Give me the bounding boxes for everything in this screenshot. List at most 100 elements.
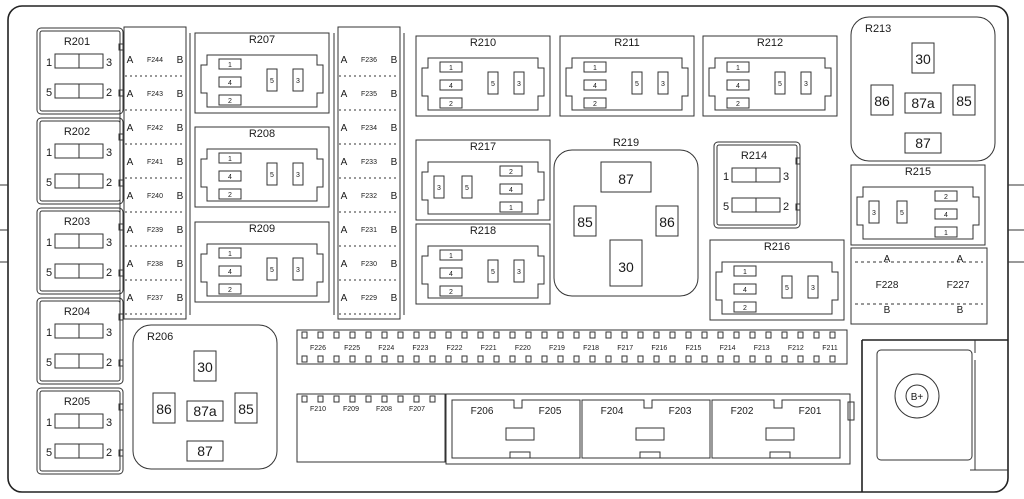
pin-label: 5 bbox=[46, 447, 52, 459]
terminal-slot bbox=[493, 355, 500, 363]
pin-label: 2 bbox=[106, 267, 112, 279]
relay-body bbox=[421, 245, 545, 299]
pin-4 bbox=[726, 79, 750, 91]
terminal-slot bbox=[477, 331, 484, 339]
latch bbox=[118, 313, 124, 321]
relay-housing bbox=[553, 149, 699, 297]
pin-label: 4 bbox=[228, 269, 232, 276]
pin-label: 4 bbox=[944, 212, 948, 219]
fuse-row-housing bbox=[296, 393, 446, 463]
terminal-30 bbox=[609, 239, 643, 287]
pin-label: 3 bbox=[296, 267, 300, 274]
pin-label: 3 bbox=[661, 81, 665, 88]
pin-5 bbox=[266, 162, 278, 186]
relay-body bbox=[421, 57, 545, 111]
pin-label: 5 bbox=[270, 78, 274, 85]
latch bbox=[118, 133, 124, 141]
pin-1 bbox=[583, 61, 607, 73]
relay-outer bbox=[194, 221, 330, 303]
pin-3 bbox=[433, 175, 445, 199]
relay-housing bbox=[36, 387, 124, 475]
latch bbox=[847, 401, 855, 421]
latch bbox=[118, 359, 124, 367]
battery-post: B+ bbox=[876, 349, 973, 461]
fuse-f215: F215 bbox=[685, 345, 701, 352]
pin-label: 4 bbox=[509, 187, 513, 194]
fuse-foot bbox=[509, 451, 531, 459]
terminal-slot bbox=[381, 331, 388, 339]
pin-label: 87a bbox=[911, 95, 935, 111]
pin-label: 2 bbox=[106, 357, 112, 369]
fuse-label: F230 bbox=[361, 261, 377, 268]
relay-name: R218 bbox=[470, 225, 496, 237]
fuse-f204: F204 bbox=[601, 406, 624, 417]
terminal-slot bbox=[589, 355, 596, 363]
fuse-f223: F223 bbox=[412, 345, 428, 352]
relay-name: R207 bbox=[249, 34, 275, 46]
fuse-f219: F219 bbox=[549, 345, 565, 352]
fuse-f221: F221 bbox=[481, 345, 497, 352]
fuse-f211: F211 bbox=[822, 345, 838, 352]
fuse-f218: F218 bbox=[583, 345, 599, 352]
pin-label: 2 bbox=[228, 287, 232, 294]
terminal-slot bbox=[573, 331, 580, 339]
relay-name: R212 bbox=[757, 37, 783, 49]
relay-inner bbox=[716, 144, 798, 226]
pin-label: 3 bbox=[872, 210, 876, 217]
pin-label: 1 bbox=[449, 253, 453, 260]
pin-5 bbox=[896, 200, 908, 224]
pin-label: 5 bbox=[465, 185, 469, 192]
fuse-f209: F209 bbox=[343, 406, 359, 413]
pin-1 bbox=[218, 152, 242, 164]
fuse-f226: F226 bbox=[310, 345, 326, 352]
pin-label: 2 bbox=[106, 87, 112, 99]
terminal-87a bbox=[904, 92, 942, 114]
fuse-tab bbox=[635, 427, 665, 441]
terminal-slot bbox=[637, 331, 644, 339]
terminal-slot bbox=[413, 355, 420, 363]
pin-label: 87a bbox=[193, 403, 217, 419]
fuse-row-housing bbox=[296, 329, 848, 365]
fuse-column-housing bbox=[123, 26, 187, 320]
pin-label: 1 bbox=[723, 171, 729, 183]
terminal-slot bbox=[397, 355, 404, 363]
fuse-row-housing bbox=[445, 393, 851, 465]
terminal-slot bbox=[429, 331, 436, 339]
pin-label: 3 bbox=[106, 237, 112, 249]
terminal-slot bbox=[509, 331, 516, 339]
pin-4 bbox=[733, 283, 757, 295]
terminal-slot bbox=[397, 395, 404, 403]
pin-label: 5 bbox=[723, 201, 729, 213]
pin-label: 2 bbox=[228, 192, 232, 199]
pin-4 bbox=[934, 208, 958, 220]
relay-name: R204 bbox=[64, 306, 90, 318]
fuse-f216: F216 bbox=[651, 345, 667, 352]
terminal-slot bbox=[637, 355, 644, 363]
pin-label: 1 bbox=[228, 156, 232, 163]
relay-outer bbox=[194, 32, 330, 114]
terminal-slot bbox=[301, 395, 308, 403]
pin-label: 30 bbox=[618, 259, 634, 275]
terminal-slot bbox=[413, 395, 420, 403]
terminal-slot bbox=[509, 355, 516, 363]
fuse-tab bbox=[505, 427, 535, 441]
fuse-f227-side-b: B bbox=[957, 305, 964, 316]
fuse-f202: F202 bbox=[731, 406, 754, 417]
fuse-side-a: A bbox=[127, 191, 134, 202]
